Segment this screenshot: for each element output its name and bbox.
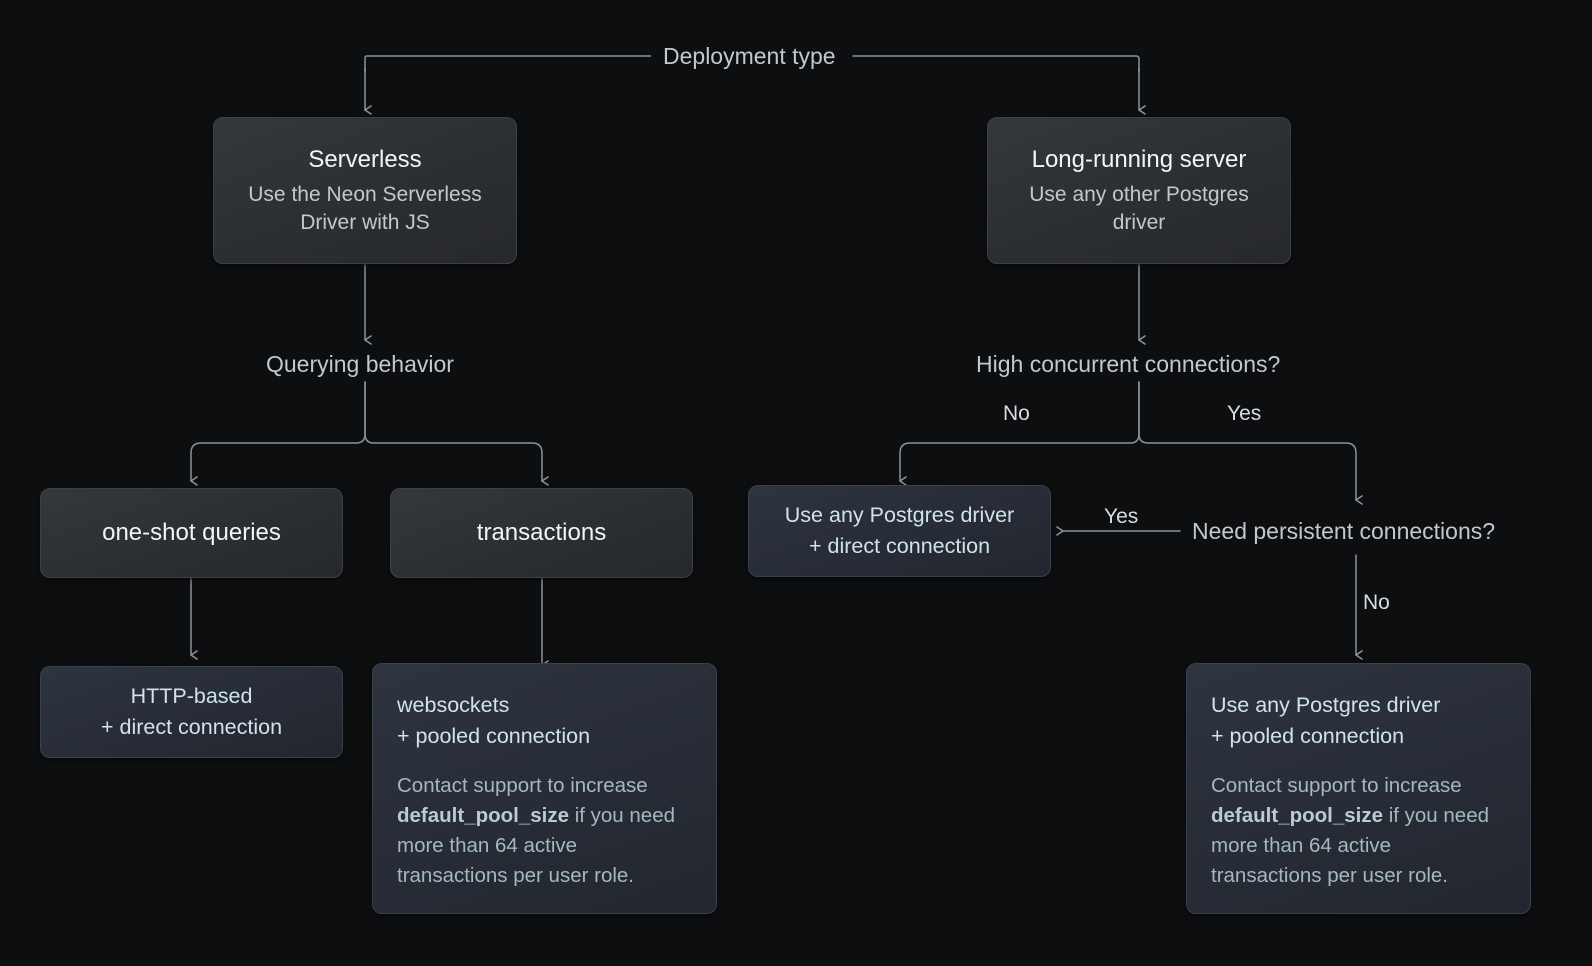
node-http-direct-line1: HTTP-based (130, 684, 253, 709)
edge-label-persistent-no: No (1363, 591, 1390, 614)
node-postgres-pooled-line1: Use any Postgres driver (1211, 693, 1441, 717)
edge-label-persistent-yes: Yes (1104, 505, 1139, 528)
node-transactions[interactable]: transactions (390, 488, 693, 578)
node-serverless[interactable]: Serverless Use the Neon Serverless Drive… (213, 117, 517, 264)
decision-querying-behavior: Querying behavior (266, 351, 454, 377)
edge-querying-to-transactions (364, 381, 549, 486)
node-long-running-subtitle: Use any other Postgres driver (1029, 182, 1249, 234)
edge-root-left (364, 55, 652, 72)
node-websockets-line1: websockets (397, 693, 510, 717)
edge-concurrent-no (899, 381, 1140, 486)
node-postgres-pooled-body: Contact support to increase default_pool… (1211, 771, 1506, 892)
node-postgres-direct-line2: + direct connection (808, 534, 991, 558)
node-transactions-label: transactions (476, 519, 607, 547)
node-websockets-body-post: if you need more than 64 active transact… (397, 804, 676, 888)
node-postgres-pooled-body-code: default_pool_size (1211, 804, 1384, 828)
node-http-direct-line2: + direct connection (100, 715, 283, 739)
node-serverless-title: Serverless (308, 145, 422, 173)
node-long-running-server[interactable]: Long-running server Use any other Postgr… (987, 117, 1291, 264)
edge-label-concurrent-yes: Yes (1227, 402, 1262, 425)
node-websockets-line2: + pooled connection (397, 723, 591, 748)
edge-concurrent-yes (1138, 381, 1363, 505)
node-postgres-pooled-connection[interactable]: Use any Postgres driver + pooled connect… (1186, 663, 1531, 914)
node-one-shot-queries[interactable]: one-shot queries (40, 488, 343, 578)
edge-root-right (852, 55, 1140, 72)
node-postgres-pooled-body-pre: Contact support to increase (1211, 774, 1462, 798)
node-websockets-pooled-connection[interactable]: websockets + pooled connection Contact s… (372, 663, 717, 914)
node-postgres-pooled-body-post: if you need more than 64 active transact… (1211, 804, 1490, 888)
node-http-direct-connection[interactable]: HTTP-based + direct connection (40, 666, 343, 758)
edge-label-concurrent-no: No (1003, 402, 1030, 425)
root-decision-label: Deployment type (651, 45, 848, 68)
node-serverless-subtitle: Use the Neon Serverless Driver with JS (248, 182, 482, 234)
node-long-running-title: Long-running server (1031, 145, 1247, 173)
node-one-shot-queries-label: one-shot queries (102, 519, 281, 547)
node-postgres-pooled-line2: + pooled connection (1211, 723, 1405, 748)
decision-high-concurrent-connections: High concurrent connections? (976, 351, 1281, 377)
decision-need-persistent-connections: Need persistent connections? (1192, 518, 1496, 544)
node-websockets-body-pre: Contact support to increase (397, 774, 648, 798)
node-websockets-body: Contact support to increase default_pool… (397, 771, 692, 892)
edge-querying-to-oneshot (190, 381, 366, 486)
node-postgres-direct-line1: Use any Postgres driver (784, 503, 1015, 528)
node-postgres-direct-connection[interactable]: Use any Postgres driver + direct connect… (748, 485, 1051, 577)
node-websockets-body-code: default_pool_size (397, 804, 570, 828)
